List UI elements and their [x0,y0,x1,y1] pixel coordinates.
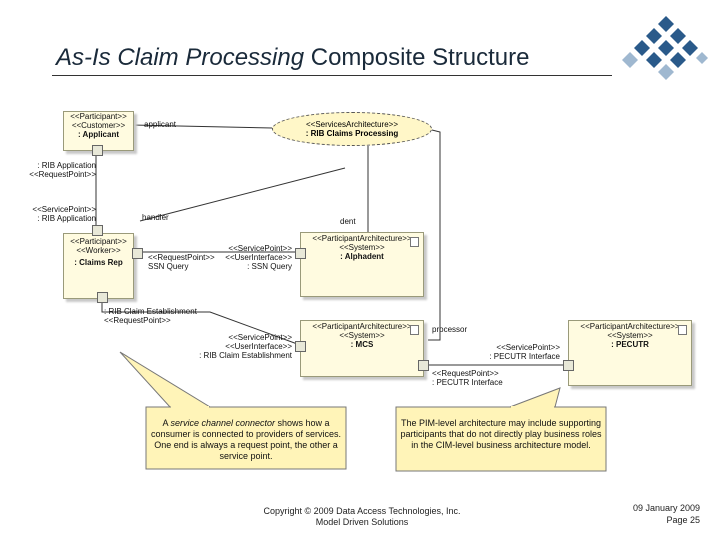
title-italic: As-Is Claim Processing [56,44,305,71]
rib-application-request-label-1: : RIB Application [37,161,96,170]
note-left-shape [145,406,347,470]
mcs-pecutr-port [418,360,429,371]
pecutr-service-label-2: : PECUTR Interface [489,352,560,361]
claim-establishment-connector [101,300,301,346]
mcs-stereotype-2: <<System>> [339,331,385,340]
page-title: As-Is Claim Processing Composite Structu… [56,44,529,72]
note-right-pointer [509,387,561,408]
handler-connector [139,167,346,222]
component-icon [410,237,419,247]
applicant-request-port [92,145,103,156]
mcs-name: : MCS [350,340,374,349]
footer-copyright: Copyright © 2009 Data Access Technologie… [263,506,461,516]
dent-role-label: dent [340,217,356,226]
title-regular: Composite Structure [304,44,530,71]
ellipse-stereotype: <<ServicesArchitecture>> [305,120,399,129]
alphadent-name: : Alphadent [340,252,384,261]
ssn-service-label-3: : SSN Query [247,262,292,271]
mcs-establishment-port [295,341,306,352]
footer-page-number: Page 25 [666,515,700,525]
alphadent-stereotype-1: <<ParticipantArchitecture>> [312,234,412,243]
applicant-stereotype-1: <<Participant>> [70,112,127,121]
note-left-pre: A [162,418,171,428]
pecutr-box: <<ParticipantArchitecture>> <<System>> :… [568,320,692,386]
footer-company: Model Driven Solutions [315,517,409,527]
pecutr-request-label-2: : PECUTR Interface [432,378,503,387]
establishment-service-label-2: <<UserInterface>> [225,342,292,351]
rib-application-service-label-2: : RIB Application [37,214,96,223]
claims-rep-establishment-port [97,292,108,303]
pecutr-name: : PECUTR [611,340,649,349]
note-left-text: A service channel connector shows how a … [150,418,342,462]
rib-application-request-label-2: <<RequestPoint>> [29,170,96,179]
alphadent-box: <<ParticipantArchitecture>> <<System>> :… [300,232,424,297]
establishment-service-label-3: : RIB Claim Establishment [199,351,292,360]
establishment-request-label-2: <<RequestPoint>> [104,316,171,325]
applicant-role-label: applicant [144,120,177,129]
pecutr-service-label-1: <<ServicePoint>> [496,343,560,352]
services-architecture-ellipse: <<ServicesArchitecture>> : RIB Claims Pr… [272,112,432,146]
applicant-stereotype-2: <<Customer>> [71,121,126,130]
ssn-request-label-1: <<RequestPoint>> [148,253,215,262]
ellipse-name: : RIB Claims Processing [305,129,399,138]
note-left-post: shows how a consumer is connected to pro… [150,418,342,461]
alphadent-stereotype-2: <<System>> [339,243,385,252]
component-icon [678,325,687,335]
footer-date: 09 January 2009 [632,503,700,513]
ssn-service-label-2: <<UserInterface>> [225,253,292,262]
establishment-request-label-1: : RIB Claim Establishment [104,307,197,316]
claims-rep-stereotype-1: <<Participant>> [70,237,127,246]
mcs-box: <<ParticipantArchitecture>> <<System>> :… [300,320,424,377]
claims-rep-service-port [92,225,103,236]
establishment-service-label-1: <<ServicePoint>> [228,333,292,342]
pecutr-stereotype-1: <<ParticipantArchitecture>> [580,322,680,331]
processor-role-label: processor [432,325,468,334]
mcs-stereotype-1: <<ParticipantArchitecture>> [312,322,412,331]
applicant-name: : Applicant [77,130,120,139]
handler-role-label: handler [142,213,169,222]
title-underline [52,75,612,76]
ssn-request-label-2: SSN Query [148,262,189,271]
claims-rep-name: : Claims Rep [74,258,123,267]
rib-application-service-label-1: <<ServicePoint>> [32,205,96,214]
pecutr-request-label-1: <<RequestPoint>> [432,369,499,378]
claims-rep-box: <<Participant>> <<Worker>> : Claims Rep [63,233,134,299]
pecutr-service-port [563,360,574,371]
logo-icon [622,16,708,80]
applicant-connector [131,124,273,129]
note-left-pointer [119,351,212,408]
claims-rep-stereotype-2: <<Worker>> [76,246,121,255]
component-icon [410,325,419,335]
claims-rep-ssn-port [132,248,143,259]
alphadent-ssn-port [295,248,306,259]
note-left-italic: service channel connector [170,418,276,428]
applicant-box: <<Participant>> <<Customer>> : Applicant [63,111,134,151]
pecutr-stereotype-2: <<System>> [607,331,653,340]
processor-connector [428,129,441,341]
note-right-text: The PIM-level architecture may include s… [400,418,602,450]
ssn-service-label-1: <<ServicePoint>> [228,244,292,253]
